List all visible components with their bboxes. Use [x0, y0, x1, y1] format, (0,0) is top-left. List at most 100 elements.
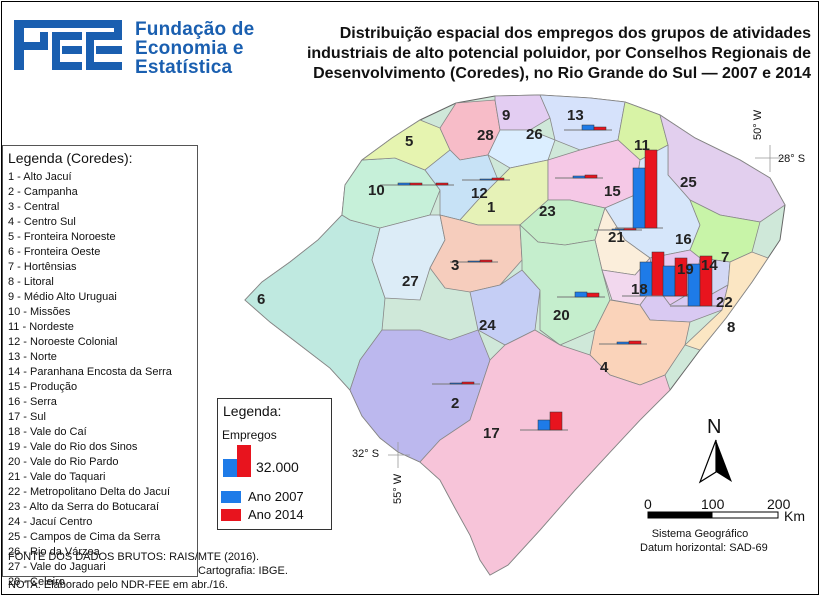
scale-unit: Km: [784, 508, 805, 524]
region-label: 8: [727, 319, 735, 336]
region-label: 11: [634, 137, 650, 154]
bar-2014: [586, 292, 600, 298]
coredes-legend-item: 28 - Celeiro: [8, 576, 65, 588]
region-label: 16: [675, 231, 692, 248]
coredes-legend-item: 19 - Vale do Rio dos Sinos: [8, 441, 138, 453]
coredes-legend-item: 26 - Rio da Várzea: [8, 546, 100, 558]
region-8: [684, 251, 769, 351]
bar-2007: [574, 291, 588, 298]
bar-2007: [537, 419, 551, 431]
bar-2014: [461, 381, 475, 385]
coredes-legend-item: 17 - Sul: [8, 411, 46, 423]
coredes-legend: Legenda (Coredes): 1 - Alto Jacuí 2 - Cam…: [2, 145, 198, 588]
legend-heading: Legenda:: [223, 403, 282, 419]
scale-tick-200: 200: [767, 496, 791, 512]
coredes-legend-item: 23 - Alto da Serra do Botucaraí: [8, 501, 160, 513]
cartography-note: Cartografia: IBGE.: [198, 565, 288, 577]
coredes-legend-item: 12 - Noroeste Colonial: [8, 336, 118, 348]
region-label: 2: [451, 395, 459, 412]
fee-logo-mark: [14, 20, 122, 70]
region-label: 25: [680, 174, 697, 191]
bar-2014: [491, 177, 505, 181]
region-label: 13: [567, 107, 584, 124]
coredes-legend-item: 5 - Fronteira Noroeste: [8, 231, 116, 243]
coredes-legend-item: 8 - Litoral: [8, 276, 54, 288]
legend-label-2007: Ano 2007: [248, 489, 304, 504]
source-note: FONTE DOS DADOS BRUTOS: RAIS/MTE (2016).: [8, 551, 260, 563]
region-label: 1: [487, 199, 495, 216]
legend-reference-value: 32.000: [256, 459, 299, 475]
region-label: 28: [477, 127, 494, 144]
region-24: [469, 269, 541, 346]
region-label: 19: [677, 261, 694, 278]
coredes-legend-item: 16 - Serra: [8, 396, 57, 408]
title-line-2: industriais de alto potencial poluidor, …: [306, 45, 811, 62]
bar-2014: [651, 251, 665, 297]
authorship-note: NOTA: Elaborado pelo NDR-FEE em abr./16.: [8, 579, 228, 591]
coredes-legend-item: 7 - Hortênsias: [8, 261, 77, 273]
coredes-legend-item: 13 - Norte: [8, 351, 57, 363]
map-title: Distribuição espacial dos empregos dos g…: [283, 24, 811, 84]
bar-2007: [467, 260, 481, 263]
bar-2007: [397, 182, 411, 186]
bar-2007: [479, 178, 493, 181]
bar-2007: [632, 167, 646, 229]
bar-2014: [479, 259, 493, 263]
coord-lon-bottom: 55° W: [392, 473, 404, 504]
region-number-labels: 1234567891011121314151617181920212223242…: [257, 107, 735, 442]
bar-2007: [662, 265, 676, 297]
bar-2007: [572, 175, 586, 179]
coredes-legend-item: 20 - Vale do Rio Pardo: [8, 456, 119, 468]
coredes-legend-item: 25 - Campos de Cima da Serra: [8, 531, 161, 543]
coord-lat-top: 28° S: [778, 153, 806, 165]
region-label: 3: [451, 257, 459, 274]
title-line-1: Distribuição espacial dos empregos dos g…: [339, 25, 811, 42]
region-label: 4: [600, 359, 609, 376]
coredes-legend-item: 14 - Paranhana Encosta da Serra: [8, 366, 172, 378]
coredes-legend-item: 21 - Vale do Taquari: [8, 471, 106, 483]
region-label: 15: [604, 183, 621, 200]
region-label: 22: [716, 294, 733, 311]
coredes-legend-item: 9 - Médio Alto Uruguai: [8, 291, 117, 303]
coredes-legend-item: 27 - Vale do Jaguari: [8, 561, 106, 573]
region-label: 18: [631, 281, 648, 298]
bar-2014: [699, 255, 713, 307]
legend-swatch-2014: [221, 509, 241, 521]
legend-swatch-2007: [221, 491, 241, 503]
bar-2007: [616, 341, 630, 345]
bar-2007: [449, 382, 463, 385]
region-label: 6: [257, 291, 265, 308]
region-label: 12: [471, 185, 488, 202]
reference-system-line-1: Sistema Geográfico: [651, 528, 749, 540]
logo-line-1: Fundação de: [135, 19, 255, 40]
scale-bar: [647, 511, 779, 519]
coredes-legend-heading: Legenda (Coredes):: [8, 150, 133, 166]
coordinate-crosshair-bottom: [388, 442, 410, 468]
coredes-legend-item: 22 - Metropolitano Delta do Jacuí: [8, 486, 171, 498]
employment-legend: Legenda: Empregos 32.000 Ano 2007 Ano 20…: [217, 398, 332, 530]
region-label: 9: [502, 107, 510, 124]
coredes-legend-item: 24 - Jacuí Centro: [8, 516, 93, 528]
region-label: 17: [483, 425, 500, 442]
coredes-legend-item: 1 - Alto Jacuí: [8, 171, 72, 183]
bar-2014: [584, 174, 598, 179]
bar-2014: [549, 411, 563, 431]
north-label: N: [707, 416, 722, 438]
coredes-legend-item: 10 - Missões: [8, 306, 71, 318]
coord-lon-top: 50° W: [752, 109, 764, 140]
region-label: 23: [539, 203, 556, 220]
reference-system-line-2: Datum horizontal: SAD-69: [640, 542, 768, 554]
region-label: 14: [701, 257, 718, 274]
bar-2014: [409, 182, 423, 186]
coord-lat-bottom: 32° S: [352, 448, 380, 460]
title-line-3: Desenvolvimento (Coredes), no Rio Grande…: [313, 65, 811, 82]
region-label: 10: [368, 182, 385, 199]
legend-ref-bar-2014: [237, 445, 251, 477]
coredes-legend-item: 2 - Campanha: [8, 186, 78, 198]
bar-2014: [674, 257, 688, 297]
bar-2014: [628, 340, 642, 345]
bar-2007: [581, 124, 595, 131]
legend-ref-bar-2007: [223, 459, 237, 477]
